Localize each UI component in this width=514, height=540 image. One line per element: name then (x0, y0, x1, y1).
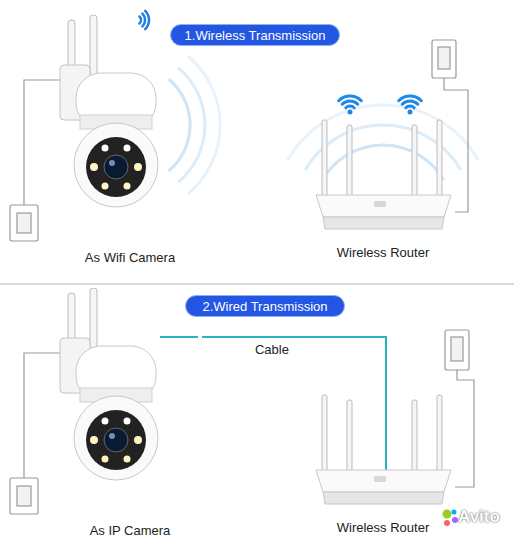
router-illustration (304, 370, 454, 510)
device-caption: As Wifi Camera (58, 250, 202, 265)
watermark-logo (443, 510, 459, 527)
router-node: Wireless Router (304, 95, 462, 260)
panel-title: 1.Wireless Transmission (185, 28, 326, 43)
cable-connector (202, 337, 386, 470)
watermark: Avito (458, 507, 500, 527)
camera-node: As Wifi Camera (58, 15, 202, 265)
camera-illustration (58, 15, 194, 215)
panel-divider (0, 283, 514, 285)
wall-switches (10, 205, 38, 514)
router-illustration (304, 95, 454, 235)
cable-label: Cable (253, 342, 291, 357)
device-caption: As IP Camera (58, 523, 202, 538)
camera-wifi-icon (140, 11, 150, 29)
camera-node: As IP Camera (58, 288, 202, 538)
router-wifi-icons (339, 96, 422, 108)
router-node: Wireless Router (304, 370, 462, 535)
power-wires (24, 78, 474, 487)
title-pill: 1.Wireless Transmission (170, 24, 340, 46)
title-pill: 2.Wired Transmission (185, 295, 345, 317)
device-caption: Wireless Router (304, 520, 462, 535)
camera-illustration (58, 288, 194, 488)
cable-stub (160, 336, 198, 338)
camera-waves (169, 56, 221, 194)
panel-title: 2.Wired Transmission (203, 299, 328, 314)
device-caption: Wireless Router (304, 245, 462, 260)
router-waves (288, 105, 479, 180)
